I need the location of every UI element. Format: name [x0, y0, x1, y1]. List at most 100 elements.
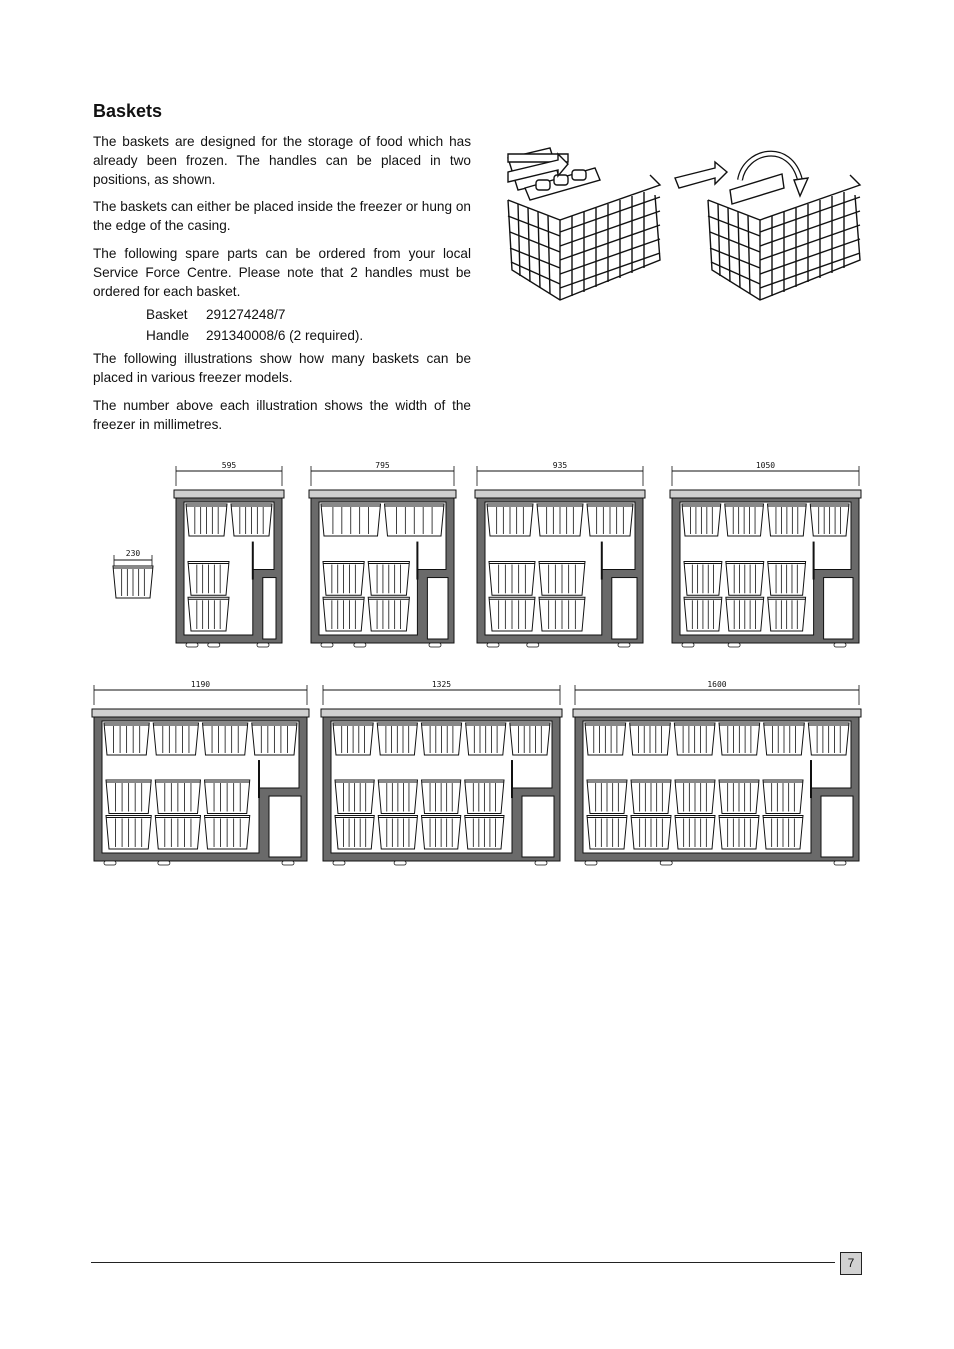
width-label: 795 — [375, 461, 390, 470]
basket — [154, 815, 202, 850]
basket — [367, 596, 410, 632]
basket — [630, 815, 672, 850]
illustrations-paragraph: The following illustrations show how man… — [93, 351, 471, 385]
basket — [320, 503, 382, 537]
basket — [629, 722, 671, 756]
basket — [486, 503, 534, 537]
page-number: 7 — [840, 1252, 862, 1275]
basket-handle-illustration — [507, 147, 862, 301]
basket — [763, 722, 805, 756]
basket — [630, 779, 672, 815]
single-basket-diagram: 230 — [112, 549, 154, 599]
basket — [584, 722, 627, 756]
spare-parts-paragraph: The following spare parts can be ordered… — [93, 246, 471, 299]
freezer-diagram-1600: 1600 — [572, 680, 862, 866]
freezer-lid — [474, 489, 646, 499]
basket — [674, 779, 716, 815]
basket — [809, 503, 850, 537]
basket — [334, 779, 375, 815]
basket — [185, 503, 228, 537]
foot — [393, 860, 407, 866]
basket — [203, 779, 251, 815]
freezer-diagram-1190: 1190 — [91, 680, 310, 866]
intro-paragraph: The baskets are designed for the storage… — [93, 134, 471, 187]
basket-left — [507, 147, 662, 301]
freezer-diagram-1050: 1050 — [669, 461, 862, 648]
part-name: Basket — [146, 307, 188, 322]
placement-paragraph: The baskets can either be placed inside … — [93, 199, 471, 233]
part-code: 291340008/6 (2 required). — [206, 328, 364, 343]
basket — [376, 722, 418, 756]
width-label: 230 — [126, 549, 141, 558]
basket — [718, 779, 760, 815]
freezer-diagram-795: 795 — [308, 461, 457, 648]
basket — [152, 722, 200, 756]
basket — [536, 503, 584, 537]
basket — [766, 503, 807, 537]
basket — [767, 561, 807, 596]
basket — [674, 815, 716, 850]
width-label: 1325 — [432, 680, 451, 689]
basket — [681, 503, 722, 537]
freezer-lid — [91, 708, 310, 718]
foot — [256, 642, 270, 648]
basket — [538, 596, 586, 632]
basket — [322, 561, 365, 596]
freezer-diagram-1325: 1325 — [320, 680, 563, 866]
basket — [187, 561, 230, 596]
basket — [332, 722, 374, 756]
basket — [767, 596, 807, 632]
basket — [230, 503, 273, 537]
foot — [157, 860, 171, 866]
basket — [201, 722, 249, 756]
compressor-housing — [611, 577, 638, 640]
basket — [488, 596, 536, 632]
freezer-lid — [320, 708, 563, 718]
footer-rule — [91, 1262, 835, 1263]
basket — [377, 815, 419, 850]
foot — [584, 860, 598, 866]
compressor-housing — [820, 795, 854, 858]
section-title: Baskets — [93, 101, 163, 121]
spare-parts-list: Basket 291274248/7 Handle 291340008/6 (2… — [146, 304, 363, 346]
foot — [617, 642, 631, 648]
basket — [334, 815, 375, 850]
basket — [112, 565, 154, 599]
basket — [103, 722, 150, 756]
foot — [185, 642, 199, 648]
foot — [486, 642, 500, 648]
part-name: Handle — [146, 328, 190, 343]
basket-right — [674, 150, 862, 301]
basket — [105, 815, 152, 850]
basket — [322, 596, 365, 632]
basket — [683, 596, 723, 632]
foot — [428, 642, 442, 648]
basket — [586, 815, 628, 850]
basket — [509, 722, 551, 756]
foot — [833, 860, 847, 866]
basket — [724, 503, 765, 537]
basket — [377, 779, 419, 815]
basket — [807, 722, 850, 756]
foot — [103, 860, 117, 866]
basket — [718, 722, 761, 756]
compressor-housing — [262, 577, 277, 640]
compressor-housing — [521, 795, 555, 858]
foot — [281, 860, 295, 866]
basket — [367, 561, 410, 596]
basket — [762, 779, 804, 815]
foot — [681, 642, 695, 648]
width-label: 595 — [222, 461, 237, 470]
basket — [725, 561, 765, 596]
width-label: 1050 — [756, 461, 775, 470]
basket — [187, 596, 230, 632]
basket — [762, 815, 804, 850]
freezer-diagram-595: 595 — [173, 461, 285, 648]
basket — [251, 722, 298, 756]
foot — [727, 642, 741, 648]
part-row-handle: Handle 291340008/6 (2 required). — [146, 325, 363, 346]
freezer-lid — [173, 489, 285, 499]
basket — [420, 815, 462, 850]
foot — [207, 642, 221, 648]
